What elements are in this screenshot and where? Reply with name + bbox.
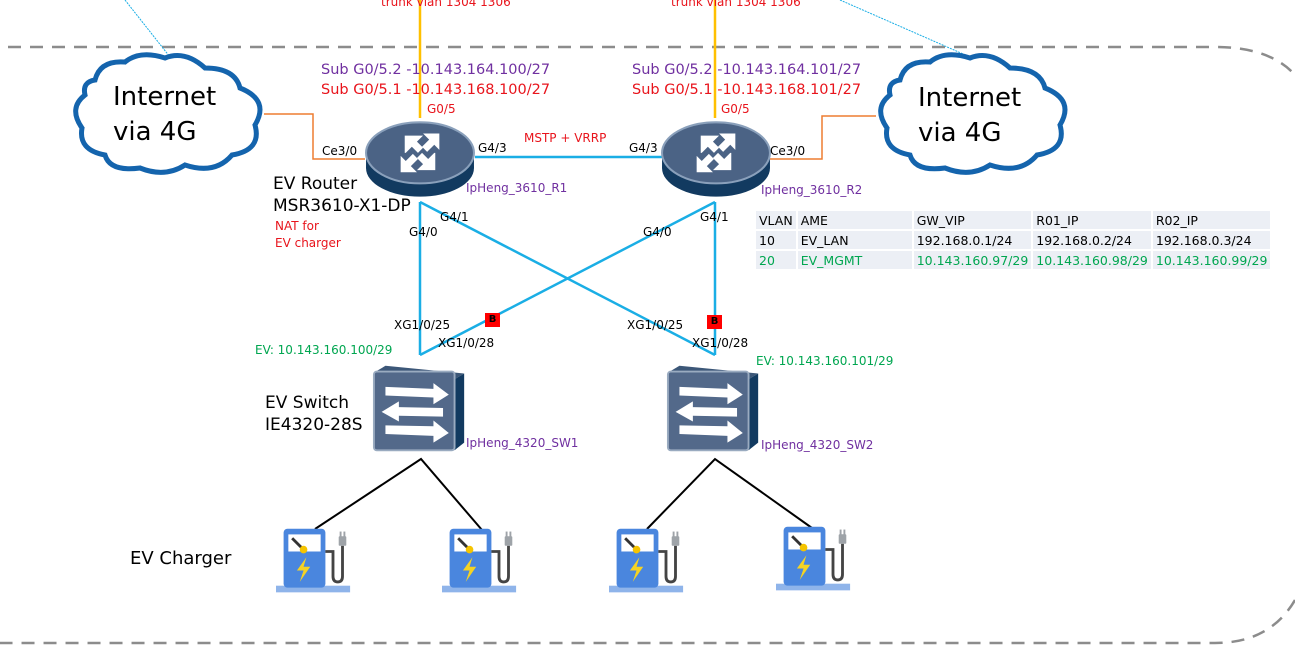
- cloud-label-right: Internet via 4G: [918, 81, 1021, 151]
- cell: EV_LAN: [797, 231, 912, 249]
- cloud-line2: via 4G: [918, 118, 1002, 148]
- r1-g05-label: G0/5: [427, 102, 456, 116]
- wan-link-r1: [264, 113, 365, 160]
- switch-role: EV Switch: [265, 393, 349, 413]
- nat-note-line2: EV charger: [275, 236, 341, 250]
- ev-charger-icon: [442, 527, 518, 594]
- cell: 10.143.160.98/29: [1033, 251, 1151, 269]
- r1-sub-g05-2: Sub G0/5.2 -10.143.164.100/27: [321, 62, 551, 78]
- cell: EV_MGMT: [797, 251, 912, 269]
- wan-link-r2: [768, 115, 876, 160]
- r2-ce30-label: Ce3/0: [770, 144, 806, 158]
- site-boundary: [0, 45, 1295, 645]
- th-gw-vip: GW_VIP: [913, 211, 1032, 229]
- r1-ce30-label: Ce3/0: [322, 144, 358, 158]
- ev-charger-icon: [276, 527, 352, 594]
- sw1-xg25-label: XG1/0/25: [394, 318, 451, 332]
- ev-charger-icon: [776, 525, 852, 592]
- cell: 192.168.0.2/24: [1033, 231, 1151, 249]
- router-icon: [660, 121, 772, 198]
- r2-sub-g05-2: Sub G0/5.2 -10.143.164.101/27: [632, 62, 862, 78]
- cloud-line2: via 4G: [113, 117, 197, 147]
- link-sw1-chargers: [314, 457, 483, 531]
- r1-g40-label: G4/0: [409, 225, 438, 239]
- trunk-label-right: trunk vlan 1304 1306: [671, 0, 801, 9]
- switch-icon: [372, 364, 466, 452]
- cloud-line1: Internet: [113, 82, 217, 112]
- cell: 10: [756, 231, 796, 249]
- cell: 10.143.160.99/29: [1152, 251, 1271, 269]
- stp-blocked-badge: B: [485, 313, 500, 327]
- sw2-xg25-label: XG1/0/25: [627, 318, 684, 332]
- th-r02-ip: R02_IP: [1152, 211, 1271, 229]
- sw1-hostname: IpHeng_4320_SW1: [466, 436, 579, 450]
- cloud-label-left: Internet via 4G: [113, 80, 216, 150]
- 4g-uplink-right: [839, 0, 971, 58]
- sw1-xg28-label: XG1/0/28: [438, 336, 495, 350]
- switch-type-label: EV Switch IE4320-28S: [265, 392, 363, 436]
- th-vlan: VLAN: [756, 211, 796, 229]
- nat-note-line1: NAT for: [275, 219, 319, 233]
- sw1-ip: EV: 10.143.160.100/29: [255, 343, 393, 357]
- router-role: EV Router: [273, 174, 358, 194]
- table-row: 10 EV_LAN 192.168.0.1/24 192.168.0.2/24 …: [756, 231, 1271, 249]
- ev-charger-icon: [609, 527, 685, 594]
- sw2-hostname: IpHeng_4320_SW2: [761, 438, 874, 452]
- r2-g05-label: G0/5: [721, 102, 750, 116]
- th-name: AME: [797, 211, 912, 229]
- vlan-table: VLAN AME GW_VIP R01_IP R02_IP 10 EV_LAN …: [754, 209, 1272, 271]
- cell: 192.168.0.3/24: [1152, 231, 1271, 249]
- nat-note: NAT for EV charger: [275, 218, 341, 252]
- switch-model: IE4320-28S: [265, 415, 363, 435]
- sw2-xg28-label: XG1/0/28: [692, 336, 749, 350]
- cloud-line1: Internet: [918, 83, 1022, 113]
- trunk-label-left: trunk vlan 1304 1306: [381, 0, 511, 9]
- stp-blocked-badge: B: [707, 315, 722, 329]
- cloud-icon: [878, 52, 1068, 175]
- th-r01-ip: R01_IP: [1033, 211, 1151, 229]
- r1-g41-label: G4/1: [440, 210, 469, 224]
- cell: 192.168.0.1/24: [913, 231, 1032, 249]
- r2-g41-label: G4/1: [700, 210, 729, 224]
- r1-sub-g05-1: Sub G0/5.1 -10.143.168.100/27: [321, 82, 551, 98]
- cell: 10.143.160.97/29: [913, 251, 1032, 269]
- ev-charger-label: EV Charger: [130, 548, 232, 569]
- interlink-label: MSTP + VRRP: [524, 131, 607, 145]
- r1-g43-label: G4/3: [478, 141, 507, 155]
- link-sw2-chargers: [646, 457, 813, 530]
- r2-g43-label: G4/3: [629, 141, 658, 155]
- link-r2-g40-sw1: [419, 200, 716, 357]
- switch-icon: [666, 364, 760, 452]
- r1-hostname: IpHeng_3610_R1: [466, 181, 568, 195]
- r2-sub-g05-1: Sub G0/5.1 -10.143.168.101/27: [632, 82, 862, 98]
- r2-hostname: IpHeng_3610_R2: [761, 183, 863, 197]
- vlan-table-header: VLAN AME GW_VIP R01_IP R02_IP: [756, 211, 1271, 229]
- table-row: 20 EV_MGMT 10.143.160.97/29 10.143.160.9…: [756, 251, 1271, 269]
- cell: 20: [756, 251, 796, 269]
- router-model: MSR3610-X1-DP: [273, 196, 411, 216]
- 4g-uplink-left: [124, 0, 171, 58]
- router-type-label: EV Router MSR3610-X1-DP: [273, 173, 411, 217]
- r2-g40-label: G4/0: [643, 225, 672, 239]
- sw2-ip: EV: 10.143.160.101/29: [756, 354, 894, 368]
- cloud-icon: [73, 52, 263, 175]
